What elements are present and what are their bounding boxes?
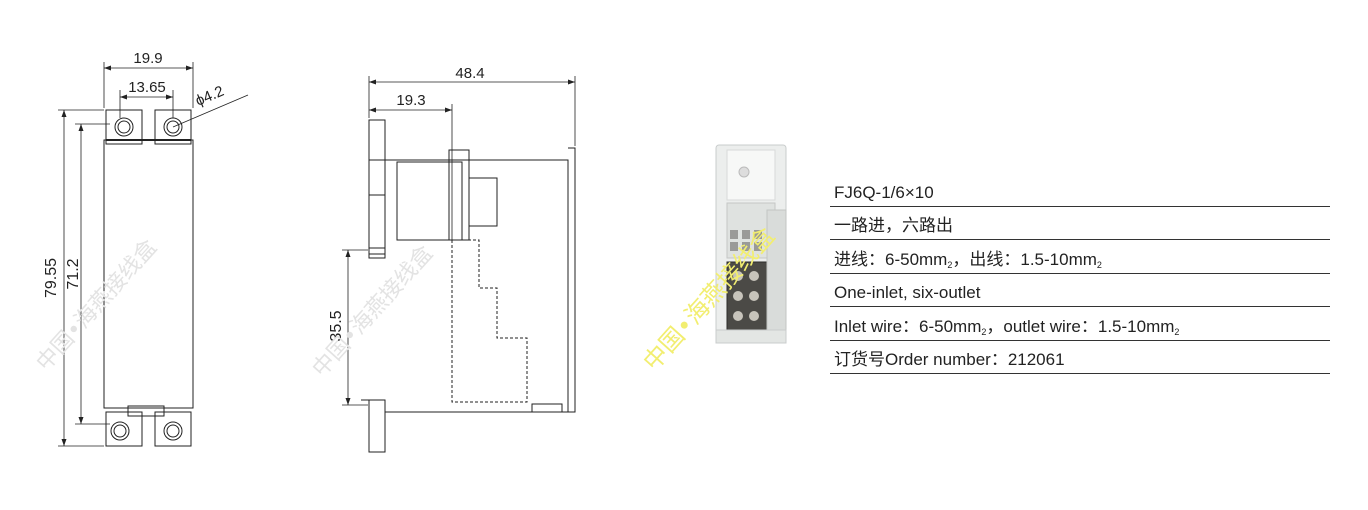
route-en-text: One-inlet, six-outlet [834, 283, 981, 302]
mount-hole-inner [166, 120, 180, 134]
dim-width-outer: 19.9 [133, 50, 162, 67]
internal-conductor [451, 239, 528, 403]
spec-model: FJ6Q-1/6×10 [830, 173, 1330, 207]
bottom-left-tab [105, 411, 143, 447]
mount-hole [110, 421, 130, 441]
top-left-tab [105, 109, 143, 145]
spec-route-en: One-inlet, six-outlet [830, 274, 1330, 307]
order-number-text: 订货号Order number：212061 [834, 350, 1065, 369]
spec-order-number: 订货号Order number：212061 [830, 341, 1330, 374]
superscript: 2 [981, 326, 987, 337]
superscript: 2 [1174, 326, 1180, 337]
superscript: 2 [1096, 259, 1102, 270]
mount-hole [114, 117, 134, 137]
watermark: 中国•海燕接线盒 [32, 235, 162, 376]
wire-cn-inlet: 进线：6-50mm [834, 249, 948, 269]
route-cn-text: 一路进，六路出 [834, 216, 953, 235]
model-name: FJ6Q-1/6×10 [834, 182, 934, 202]
front-view [58, 62, 249, 447]
mount-hole-inner [113, 424, 127, 438]
screw-head [468, 177, 498, 227]
dim-depth-total: 48.4 [455, 65, 484, 82]
side-view [342, 76, 576, 453]
dim-height-inner: 71.2 [65, 258, 82, 289]
wire-en-inlet: Inlet wire：6-50mm [834, 316, 982, 336]
mount-hole [163, 421, 183, 441]
spec-route-cn: 一路进，六路出 [830, 207, 1330, 240]
dim-hole-diameter: ϕ4.2 [193, 83, 227, 110]
bottom-latch [127, 405, 165, 417]
wire-en-outlet: ，outlet wire：1.5-10mm [986, 316, 1175, 336]
bottom-right-tab [154, 411, 192, 447]
terminal-block [396, 161, 463, 241]
bottom-mount-flange [361, 399, 386, 453]
top-mount-flange [368, 119, 386, 255]
mount-hole-inner [117, 120, 131, 134]
product-photo [715, 144, 787, 344]
side-arrows [345, 79, 575, 405]
mount-hole-inner [166, 424, 180, 438]
side-rear-wall [568, 147, 576, 413]
superscript: 2 [947, 259, 953, 270]
rail-clip-top [368, 247, 386, 259]
dim-height-outer: 79.55 [43, 258, 60, 298]
dim-width-holes: 13.65 [128, 79, 166, 96]
dim-rail-height: 35.5 [328, 310, 345, 341]
wire-cn-outlet: ，出线：1.5-10mm [952, 249, 1097, 269]
dim-depth-partial: 19.3 [396, 92, 425, 109]
